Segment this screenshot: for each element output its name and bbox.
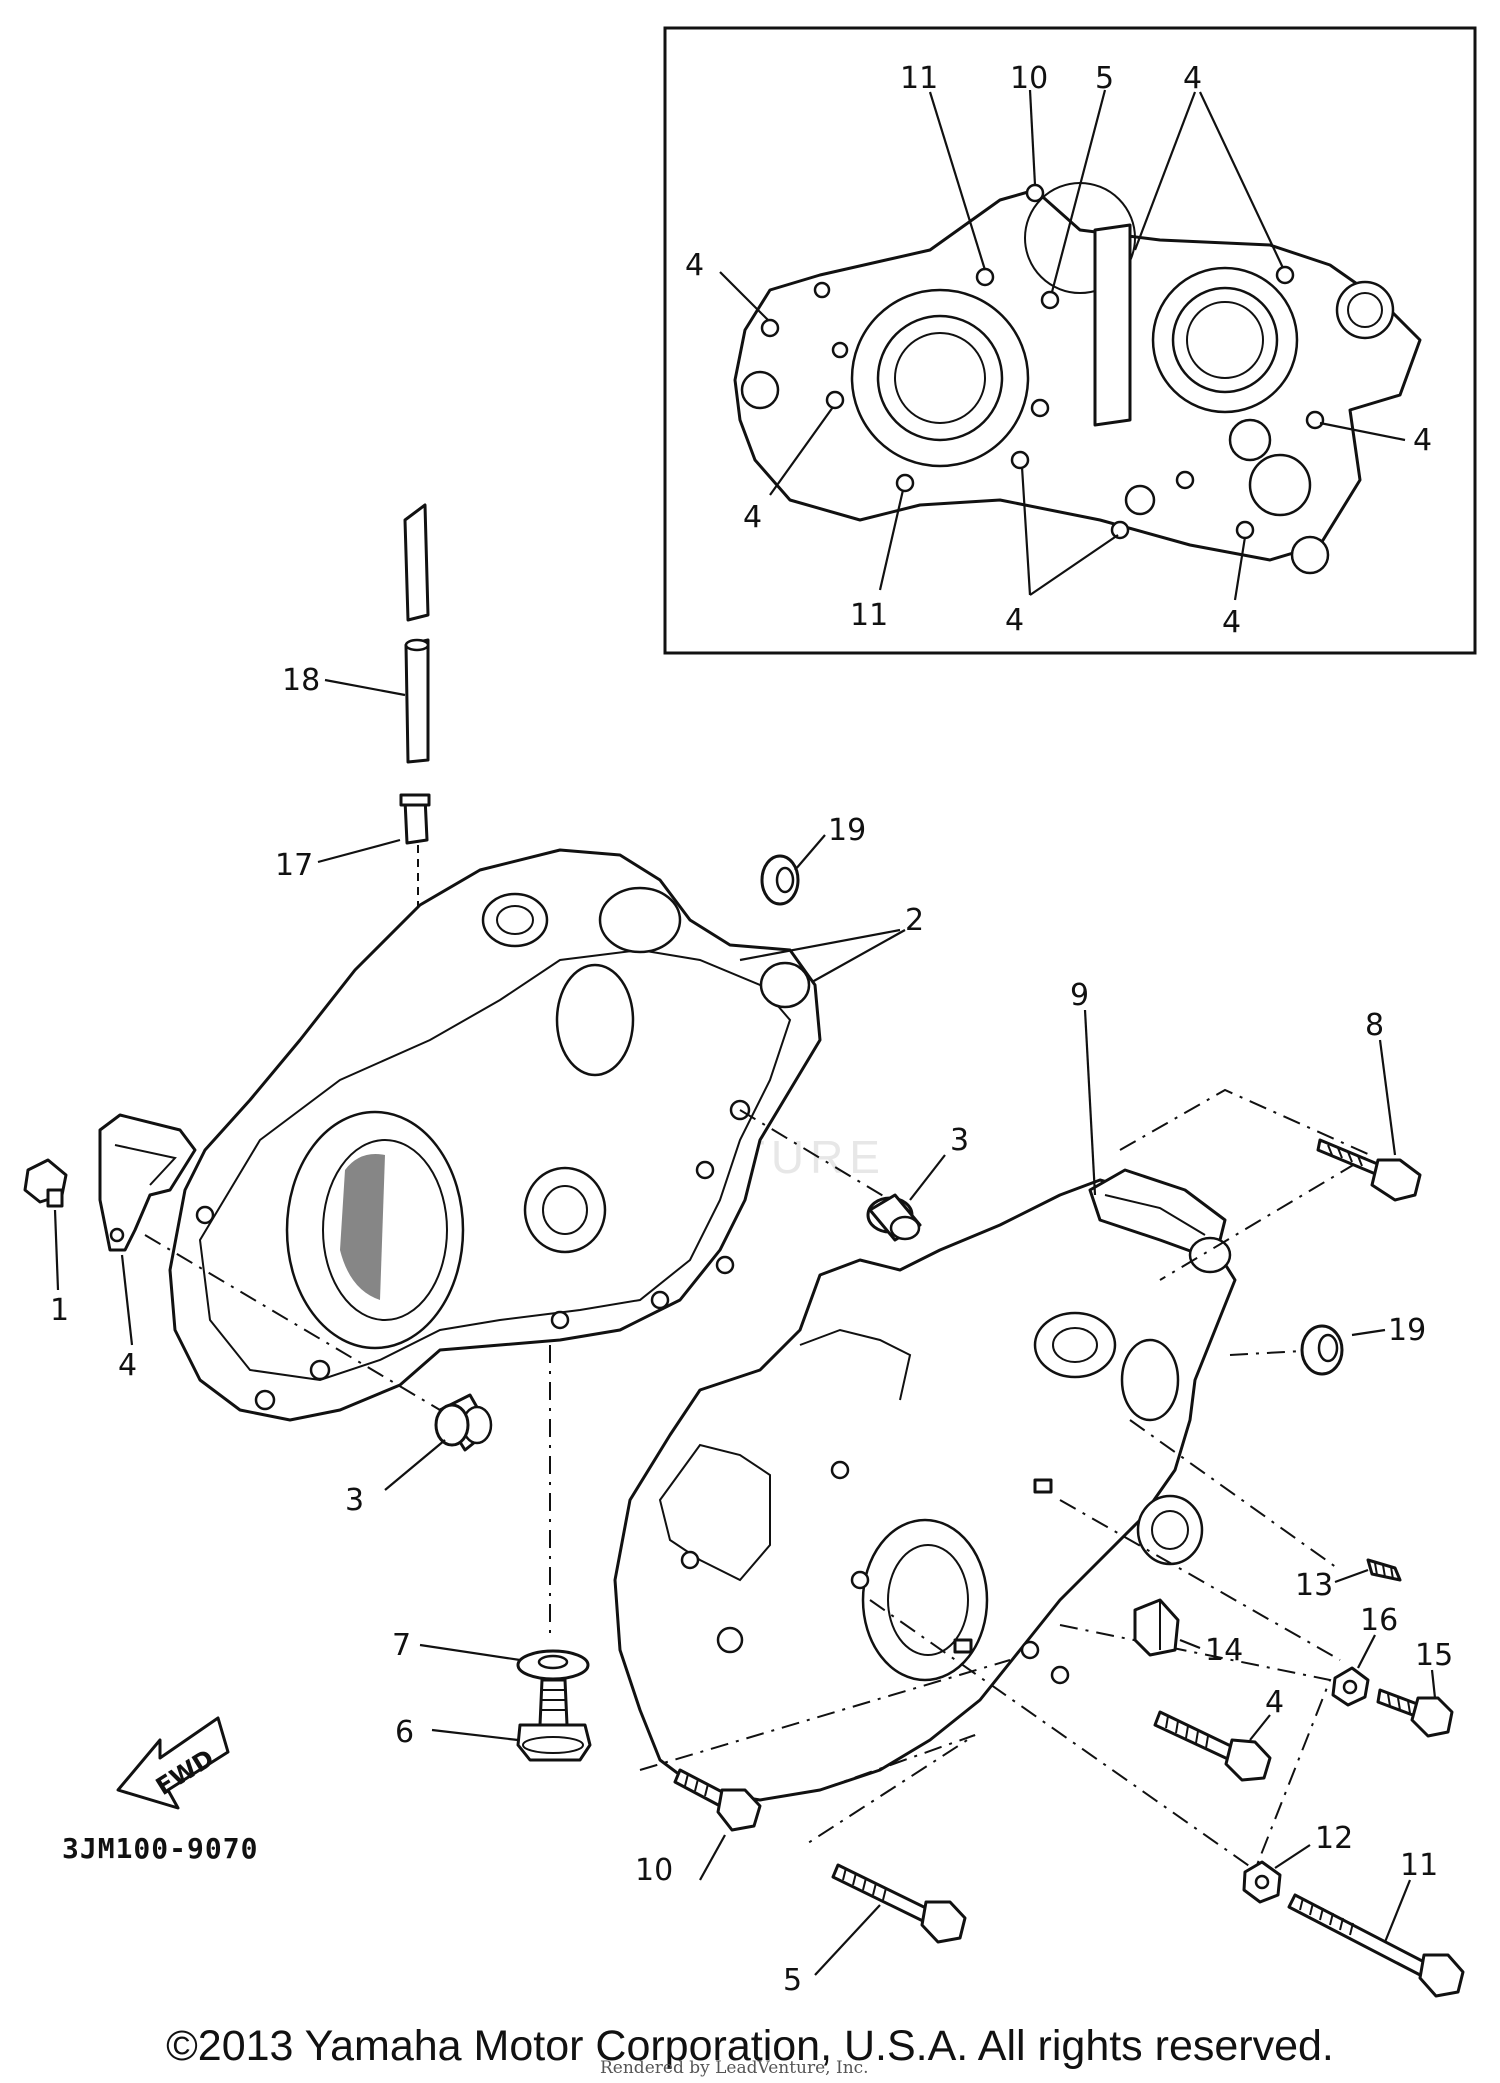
callout-17: 17	[275, 848, 313, 883]
callout-4-upper: 8	[1365, 1008, 1384, 1043]
callout-8: 4	[118, 1348, 137, 1383]
callout-13: 13	[1295, 1568, 1333, 1603]
part-6-drain-bolt	[431, 1678, 592, 1762]
part-4-bolt-lower	[1153, 1710, 1272, 1782]
part-19-oil-seal-right	[1300, 1324, 1386, 1376]
callout-5: 5	[783, 1963, 802, 1998]
part-18-breather-hose	[324, 503, 430, 764]
inset-callout-4-right: 4	[1413, 423, 1432, 458]
part-3-dowel-pin-lower	[384, 1393, 493, 1491]
callout-19-upper: 19	[828, 813, 866, 848]
callout-1: 9	[1070, 978, 1089, 1013]
part-8-bracket	[98, 1113, 197, 1346]
assembly-lines	[639, 1088, 1373, 1871]
callout-10: 10	[635, 1853, 673, 1888]
callout-9: 1	[50, 1293, 69, 1328]
part-4-bolt-upper	[1316, 1039, 1422, 1202]
inset-callout-11-bottom: 11	[850, 598, 888, 633]
copyright-notice: ©2013 Yamaha Motor Corporation, U.S.A. A…	[166, 2022, 1334, 2070]
dowel-axis-left	[144, 1234, 441, 1411]
callout-3-lower: 3	[345, 1483, 364, 1518]
part-11-bolt	[1287, 1879, 1465, 1998]
inset-leaders	[719, 89, 1406, 601]
part-9-bolt	[23, 1158, 68, 1291]
inset-callout-11-top: 11	[900, 61, 938, 96]
part-3-dowel-pin-upper	[866, 1154, 946, 1242]
part-19-oil-seal-upper	[760, 834, 826, 906]
inset-callout-4-lower-left: 4	[743, 500, 762, 535]
inset-callout-5: 5	[1095, 61, 1114, 96]
callout-7: 7	[392, 1628, 411, 1663]
callout-15: 15	[1415, 1638, 1453, 1673]
inset-callout-4-left: 4	[685, 248, 704, 283]
dowel-axis-right	[739, 1109, 891, 1201]
callout-19-right: 19	[1388, 1313, 1426, 1348]
fwd-arrow-icon: FWD	[116, 1716, 230, 1810]
inset-callout-4-bottom-right: 4	[1222, 605, 1241, 640]
callout-6: 6	[395, 1715, 414, 1750]
part-16-washer	[1331, 1634, 1376, 1707]
inset-callout-10: 10	[1010, 61, 1048, 96]
part-12-washer	[1242, 1844, 1311, 1904]
part-13-screw	[1334, 1558, 1402, 1584]
inset-panel: 11 10 5 4 4 4 4 4 4 11	[663, 26, 1477, 655]
callout-14: 14	[1205, 1633, 1243, 1668]
callout-2: 2	[905, 903, 924, 938]
inset-bolt-holes	[760, 183, 1325, 540]
inset-callout-4-top: 4	[1183, 61, 1202, 96]
callout-11: 11	[1400, 1848, 1438, 1883]
part-7-gasket	[419, 1643, 590, 1681]
part-14-damper	[1133, 1598, 1201, 1657]
diagram-code: 3JM100-9070	[62, 1832, 259, 1865]
callout-3-upper: 3	[950, 1123, 969, 1158]
part-10-bolt	[673, 1768, 762, 1881]
callout-18: 18	[282, 663, 320, 698]
render-credit: Rendered by LeadVenture, Inc.	[600, 2058, 869, 2078]
part-5-bolt	[814, 1863, 967, 1976]
inset-callout-4-bottom: 4	[1005, 603, 1024, 638]
callout-16: 16	[1360, 1603, 1398, 1638]
part-2-crankcase-left	[168, 848, 906, 1422]
callout-4-lower: 4	[1265, 1685, 1284, 1720]
callout-12: 12	[1315, 1821, 1353, 1856]
part-15-bolt	[1376, 1669, 1454, 1738]
part-1-crankcase-right	[613, 1009, 1237, 1802]
